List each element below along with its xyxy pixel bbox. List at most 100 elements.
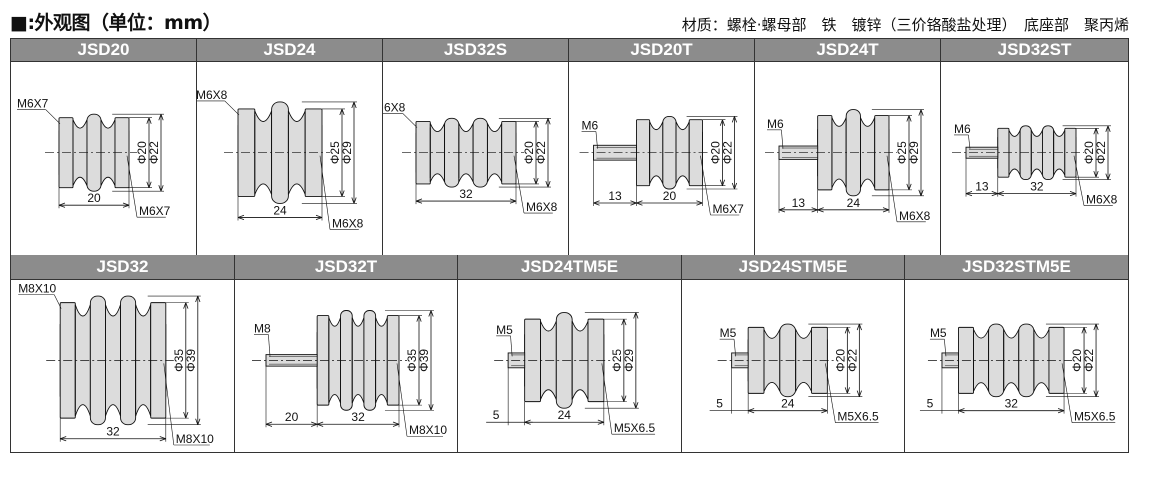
diameter-inner-label: Φ20 bbox=[522, 141, 536, 164]
model-header: JSD24T bbox=[755, 39, 940, 62]
thread-top-label: M6X8 bbox=[197, 88, 228, 102]
thread-top-label: M6X7 bbox=[17, 97, 49, 111]
model-header: JSD32 bbox=[11, 255, 234, 280]
thread-bottom-label: M5X6.5 bbox=[837, 410, 879, 424]
length-label: 24 bbox=[781, 397, 795, 411]
part-body bbox=[747, 323, 828, 398]
thread-bottom-label: M6X8 bbox=[899, 209, 931, 223]
diameter-inner-label: Φ35 bbox=[405, 349, 419, 372]
length-label: 20 bbox=[87, 191, 101, 205]
thread-bottom-label: M6X7 bbox=[139, 204, 171, 218]
stud-length-label: 5 bbox=[716, 397, 723, 411]
diameter-outer-label: Φ39 bbox=[417, 349, 431, 372]
page-title: ■:外观图（单位：mm） bbox=[10, 12, 222, 34]
model-header: JSD20T bbox=[569, 39, 754, 62]
length-label: 24 bbox=[273, 203, 287, 217]
diameter-inner-label: Φ20 bbox=[708, 141, 722, 164]
length-label: 24 bbox=[558, 408, 572, 422]
diameter-outer-label: Φ29 bbox=[907, 141, 921, 164]
length-label: 32 bbox=[1005, 397, 1019, 411]
stud-length-label: 5 bbox=[927, 397, 934, 411]
model-header: JSD24STM5E bbox=[682, 255, 904, 280]
diameter-outer-label: Φ22 bbox=[1094, 141, 1108, 164]
thread-bottom-label: M6X7 bbox=[712, 202, 744, 216]
length-label: 32 bbox=[351, 410, 365, 424]
part-body bbox=[237, 101, 323, 204]
thread-top-label: M5 bbox=[496, 323, 513, 337]
thread-top-label: M6X8 bbox=[383, 100, 406, 114]
drawing-cell-jsd32s: JSD32SΦ20Φ2232M6X8M6X8 bbox=[383, 38, 569, 256]
thread-bottom-label: M8X10 bbox=[176, 432, 214, 446]
diameter-inner-label: Φ20 bbox=[1082, 141, 1096, 164]
thread-top-label: M6 bbox=[767, 117, 784, 131]
model-header: JSD32T bbox=[235, 255, 457, 280]
model-header: JSD32S bbox=[383, 39, 568, 62]
part-body bbox=[59, 295, 167, 426]
diameter-outer-label: Φ22 bbox=[1082, 349, 1096, 372]
diameter-inner-label: Φ25 bbox=[610, 349, 624, 372]
diameter-outer-label: Φ22 bbox=[147, 141, 161, 164]
stud-length-label: 20 bbox=[285, 410, 299, 424]
diameter-inner-label: Φ20 bbox=[135, 141, 149, 164]
thread-top-label: M8X10 bbox=[18, 282, 56, 296]
diameter-inner-label: Φ35 bbox=[172, 349, 186, 372]
diameter-inner-label: Φ25 bbox=[328, 141, 342, 164]
thread-bottom-label: M5X6.5 bbox=[1074, 410, 1116, 424]
stud-length-label: 13 bbox=[608, 189, 622, 203]
diameter-outer-label: Φ39 bbox=[184, 349, 198, 372]
length-label: 32 bbox=[106, 425, 120, 439]
diameter-outer-label: Φ22 bbox=[845, 349, 859, 372]
diameter-inner-label: Φ20 bbox=[1070, 349, 1084, 372]
part-body bbox=[635, 115, 703, 190]
thread-bottom-label: M6X8 bbox=[332, 216, 364, 230]
stud-length-label: 13 bbox=[792, 196, 806, 210]
thread-top-label: M5 bbox=[930, 326, 947, 340]
diameter-inner-label: Φ20 bbox=[833, 349, 847, 372]
thread-top-label: M6 bbox=[954, 122, 971, 136]
model-header: JSD24 bbox=[197, 39, 382, 62]
stud-length-label: 5 bbox=[493, 408, 500, 422]
length-label: 32 bbox=[1030, 180, 1044, 194]
thread-bottom-label: M6X8 bbox=[1086, 193, 1118, 207]
diameter-outer-label: Φ29 bbox=[622, 349, 636, 372]
model-header: JSD24TM5E bbox=[458, 255, 681, 280]
part-drawing: Φ20Φ2232M6X8M6X8 bbox=[383, 100, 558, 214]
model-header: JSD32STM5E bbox=[905, 255, 1128, 280]
thread-bottom-label: M8X10 bbox=[409, 423, 447, 437]
diameter-outer-label: Φ29 bbox=[340, 141, 354, 164]
diameter-outer-label: Φ22 bbox=[720, 141, 734, 164]
model-header: JSD32ST bbox=[941, 39, 1128, 62]
thread-bottom-label: M6X8 bbox=[526, 200, 558, 214]
diameter-outer-label: Φ22 bbox=[534, 141, 548, 164]
stud-length-label: 13 bbox=[975, 180, 989, 194]
length-label: 32 bbox=[459, 187, 473, 201]
thread-top-label: M5 bbox=[720, 326, 737, 340]
thread-bottom-label: M5X6.5 bbox=[614, 421, 656, 435]
diameter-inner-label: Φ25 bbox=[895, 141, 909, 164]
model-header: JSD20 bbox=[11, 39, 196, 62]
length-label: 20 bbox=[663, 189, 677, 203]
length-label: 24 bbox=[847, 196, 861, 210]
thread-top-label: M6 bbox=[582, 119, 599, 133]
